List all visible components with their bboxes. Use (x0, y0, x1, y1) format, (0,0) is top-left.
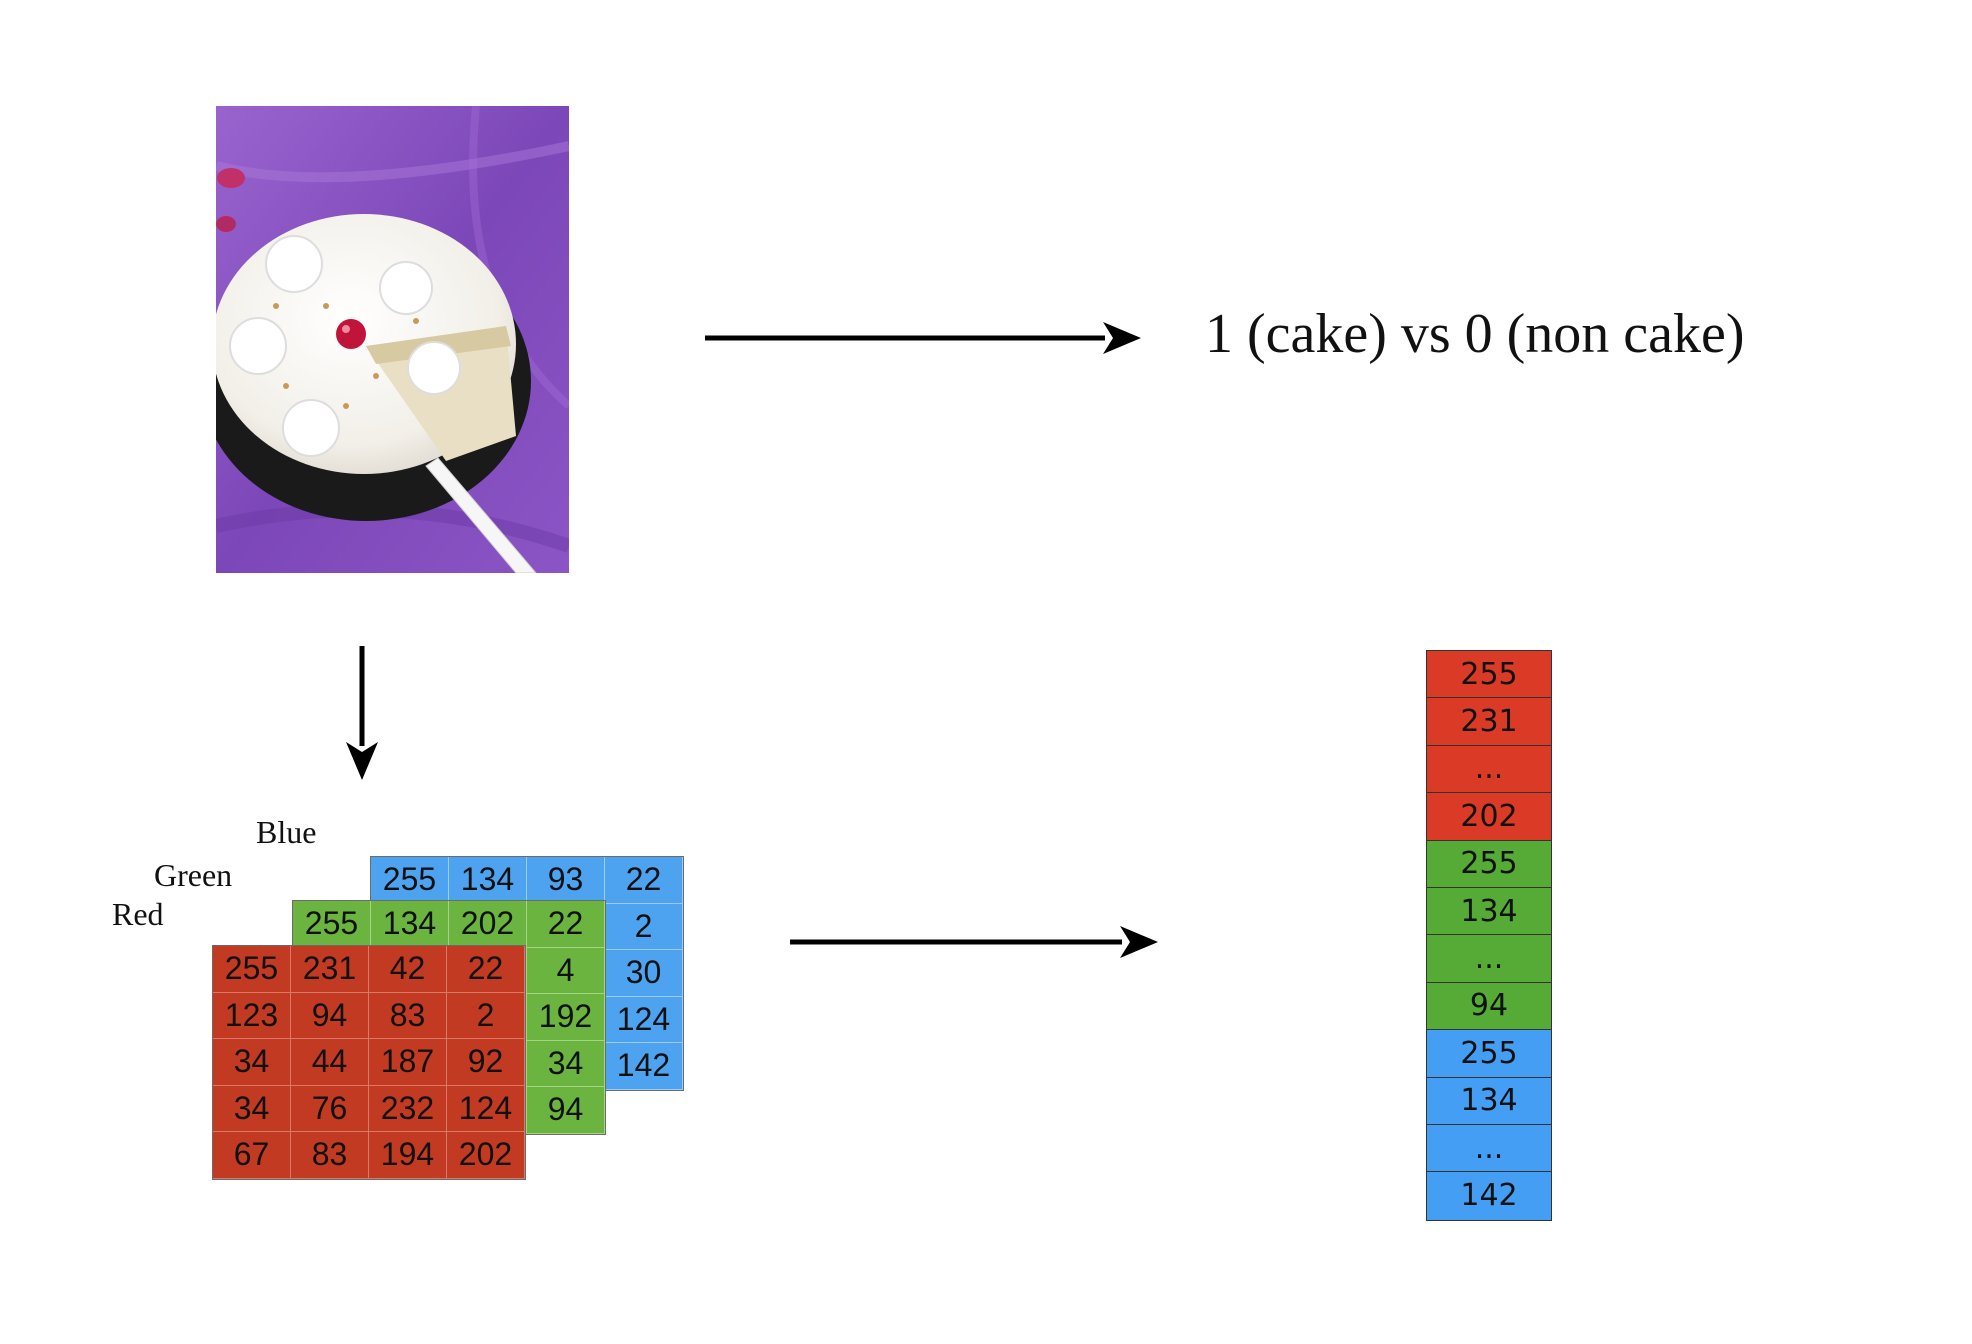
right-arrow-icon (705, 322, 1141, 354)
red-matrix-cell: 2 (447, 992, 525, 1039)
vector-cell-blue: 134 (1427, 1077, 1551, 1125)
red-matrix-cell: 22 (447, 946, 525, 993)
red-matrix-cell: 44 (291, 1039, 369, 1086)
green-matrix-cell: 34 (527, 1040, 605, 1087)
red-matrix-cell: 83 (291, 1132, 369, 1179)
vector-cell-red: 231 (1427, 698, 1551, 746)
vector-cell-blue: 142 (1427, 1172, 1551, 1220)
vector-cell-green: 94 (1427, 982, 1551, 1031)
vector-cell-blue: 255 (1427, 1030, 1551, 1078)
red-matrix-cell: 34 (213, 1085, 291, 1132)
red-matrix-cell: 187 (369, 1039, 447, 1086)
red-channel-label: Red (112, 896, 164, 932)
right-arrow-icon (790, 926, 1158, 958)
red-matrix-cell: 202 (447, 1132, 525, 1179)
vector-cell-red: ... (1427, 745, 1551, 794)
red-matrix-cell: 67 (213, 1132, 291, 1179)
red-matrix-cell: 124 (447, 1085, 525, 1132)
blue-matrix-cell: 30 (605, 950, 683, 997)
red-matrix-cell: 92 (447, 1039, 525, 1086)
green-matrix-cell: 192 (527, 994, 605, 1041)
vector-cell-green: ... (1427, 935, 1551, 983)
red-matrix-cell: 94 (291, 992, 369, 1039)
blue-channel-label: Blue (256, 814, 317, 850)
vector-cell-green: 134 (1427, 887, 1551, 936)
blue-matrix-cell: 134 (449, 857, 527, 904)
green-channel-label: Green (154, 857, 233, 893)
cake-photo (216, 106, 569, 573)
blue-matrix-cell: 22 (605, 857, 683, 904)
green-matrix-cell: 255 (293, 901, 371, 948)
cake-illustration (216, 106, 569, 573)
vector-cell-blue: ... (1427, 1124, 1551, 1173)
red-matrix-cell: 231 (291, 946, 369, 993)
vector-cell-green: 255 (1427, 840, 1551, 888)
blue-matrix-cell: 93 (527, 857, 605, 904)
red-matrix-cell: 123 (213, 992, 291, 1039)
green-matrix-cell: 134 (371, 901, 449, 948)
blue-matrix-cell: 2 (605, 903, 683, 950)
blue-matrix-cell: 124 (605, 996, 683, 1043)
vector-cell-red: 255 (1427, 651, 1551, 699)
blue-matrix-cell: 255 (371, 857, 449, 904)
blue-matrix-cell: 142 (605, 1043, 683, 1090)
green-matrix-cell: 4 (527, 947, 605, 994)
red-matrix-cell: 76 (291, 1085, 369, 1132)
vector-cell-red: 202 (1427, 793, 1551, 841)
green-matrix-cell: 202 (449, 901, 527, 948)
red-matrix-cell: 255 (213, 946, 291, 993)
green-matrix-cell: 94 (527, 1087, 605, 1134)
down-arrow-icon (346, 646, 378, 780)
red-matrix-cell: 232 (369, 1085, 447, 1132)
red-matrix-cell: 83 (369, 992, 447, 1039)
green-matrix-cell: 22 (527, 901, 605, 948)
classification-output-label: 1 (cake) vs 0 (non cake) (1205, 303, 1745, 365)
red-matrix-cell: 34 (213, 1039, 291, 1086)
red-matrix-cell: 194 (369, 1132, 447, 1179)
red-matrix-cell: 42 (369, 946, 447, 993)
